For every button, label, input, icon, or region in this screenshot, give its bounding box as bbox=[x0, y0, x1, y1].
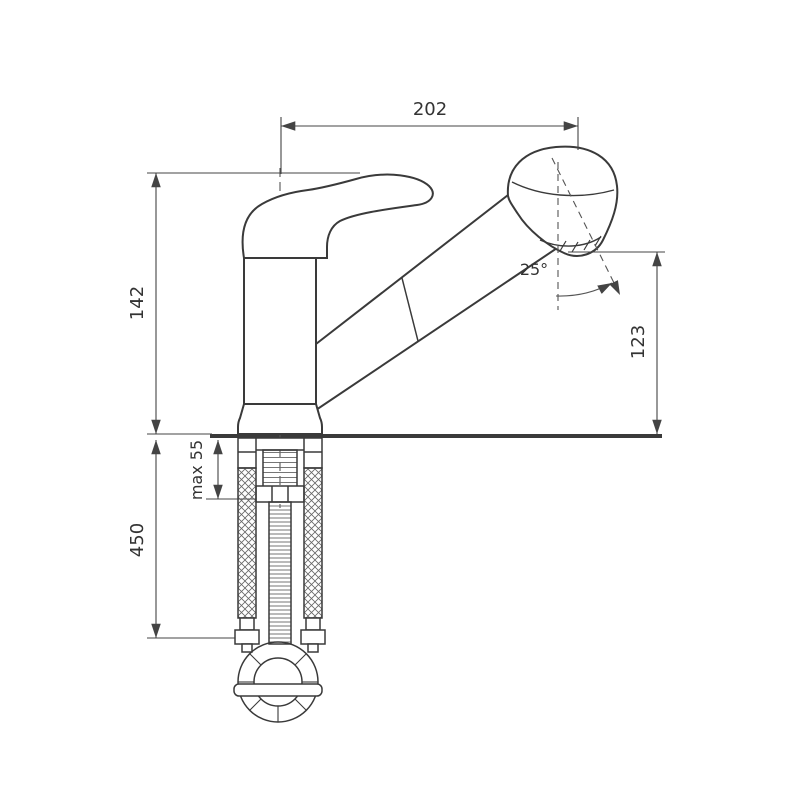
dim-label-123: 123 bbox=[628, 325, 649, 359]
hose-end-tube bbox=[241, 643, 253, 653]
hose-top-fitting bbox=[237, 437, 257, 469]
dimension-spray-height: 123 bbox=[568, 251, 665, 434]
mounting-nut bbox=[255, 485, 305, 503]
spray-head-seam-1 bbox=[511, 181, 615, 197]
spray-nozzle-hatch bbox=[559, 235, 602, 253]
hose-loop-ribs bbox=[238, 653, 318, 722]
dim-label-142: 142 bbox=[127, 286, 148, 320]
pullout-hose bbox=[233, 501, 323, 723]
supply-hose-left bbox=[234, 437, 260, 653]
hose-bottom-nut bbox=[300, 629, 326, 645]
spray-head bbox=[506, 145, 619, 257]
angle-arc bbox=[555, 282, 613, 297]
spray-angle-group: 25° bbox=[520, 157, 621, 310]
hose-bottom-fitting bbox=[305, 617, 321, 631]
supply-hose-right bbox=[300, 437, 326, 653]
mounting-flange bbox=[253, 437, 307, 451]
spout-joint-line bbox=[401, 277, 419, 342]
hose-bottom-fitting bbox=[239, 617, 255, 631]
dim-label-max55: max 55 bbox=[187, 440, 206, 500]
handle-lever bbox=[241, 173, 434, 259]
hose-loop-inner bbox=[253, 657, 303, 707]
hose-top-fitting bbox=[303, 437, 323, 469]
threaded-shank bbox=[262, 449, 298, 489]
hose-end-tube bbox=[307, 643, 319, 653]
hose-loop-crossbar bbox=[233, 683, 323, 697]
braided-hose bbox=[303, 467, 323, 619]
dimension-spout-reach: 202 bbox=[280, 99, 579, 174]
dimension-hose-length: 450 bbox=[127, 440, 240, 639]
faucet-body-group bbox=[237, 145, 619, 435]
mounting-hardware bbox=[253, 437, 307, 503]
dim-label-202: 202 bbox=[413, 99, 447, 120]
spray-angle-label: 25° bbox=[520, 260, 548, 279]
braided-hose bbox=[237, 467, 257, 619]
dimension-body-height: 142 bbox=[127, 172, 360, 435]
spray-head-seam-2 bbox=[539, 236, 602, 247]
faucet-body bbox=[243, 257, 317, 405]
hose-bottom-nut bbox=[234, 629, 260, 645]
faucet-base bbox=[237, 403, 323, 435]
corrugated-hose bbox=[268, 501, 292, 645]
spray-axis-tilted bbox=[551, 157, 621, 296]
dim-label-450: 450 bbox=[127, 523, 148, 557]
